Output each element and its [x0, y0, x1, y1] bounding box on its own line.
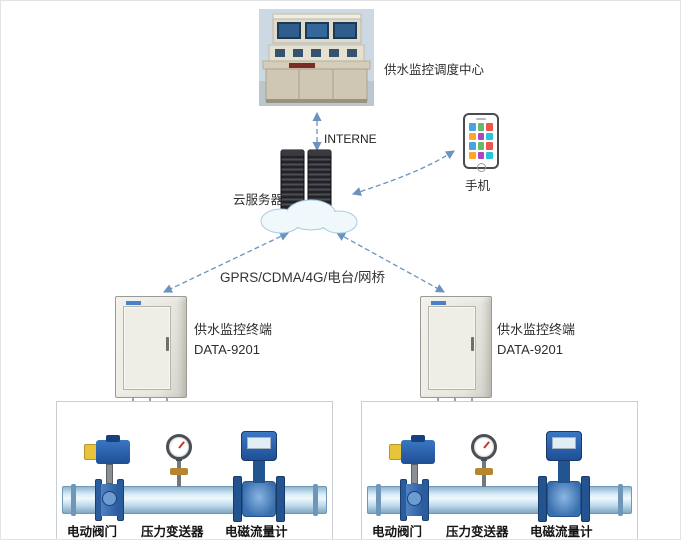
phone-home-button [476, 163, 486, 172]
phone-speaker [476, 118, 486, 120]
cabinet-logo [126, 301, 141, 305]
gauge-needle [178, 441, 185, 449]
meter-display [247, 437, 271, 449]
gauge-isolation-valve [475, 468, 493, 475]
app-icon [477, 132, 485, 140]
actuator-body [96, 440, 130, 464]
app-icon [469, 151, 476, 159]
app-icon [469, 142, 476, 150]
app-icon [486, 151, 493, 159]
actuator-terminal [106, 435, 120, 442]
pipe-flange [313, 484, 318, 516]
phone-screen [468, 122, 494, 160]
cabinet-handle [166, 337, 169, 351]
monitor-screens [277, 22, 357, 39]
meter-flange [581, 476, 590, 522]
app-icon [477, 151, 485, 159]
terminal-label-left: 供水监控终端 DATA-9201 [194, 320, 272, 360]
cloud-server-label: 云服务器 [233, 193, 284, 207]
meter-neck [558, 459, 570, 483]
cloud-server-graphic [257, 147, 361, 241]
device-label-valve: 电动阀门 [372, 525, 423, 539]
device-label-pressure: 压力变送器 [446, 525, 509, 539]
dispatch-center-photo [259, 9, 374, 106]
device-label-flowmeter: 电磁流量计 [225, 525, 288, 539]
actuator-body [401, 440, 435, 464]
valve-stem [411, 464, 418, 484]
phone-label: 手机 [465, 179, 491, 193]
meter-body [547, 481, 581, 517]
valve-stem [106, 464, 113, 484]
pipe-flange [618, 484, 623, 516]
rtu-cabinet-left [115, 296, 187, 398]
app-icon [486, 142, 493, 150]
terminal-name: 供水监控终端 [194, 322, 273, 337]
cloud-shape [260, 199, 358, 234]
pipe-flange [376, 484, 381, 516]
rtu-cabinet-right [420, 296, 492, 398]
gauge-needle [483, 441, 490, 449]
valve-disc [407, 491, 422, 506]
phone-graphic [463, 113, 499, 172]
pressure-gauge-dial [166, 434, 192, 460]
gauge-isolation-valve [170, 468, 188, 475]
app-icon [486, 123, 493, 131]
meter-flange [276, 476, 285, 522]
cabinet-logo [431, 301, 446, 305]
app-icon [469, 123, 476, 131]
actuator-terminal [411, 435, 425, 442]
server-towers [280, 149, 332, 217]
valve-actuator [84, 435, 136, 464]
pressure-gauge-dial [471, 434, 497, 460]
app-icon [477, 142, 485, 150]
meter-neck [253, 459, 265, 483]
pipeline-station-right: 电动阀门 压力变送器 电磁流量计 [361, 401, 638, 539]
network-medium-label: GPRS/CDMA/4G/电台/网桥 [220, 270, 386, 285]
internet-label: INTERNE [324, 132, 377, 146]
app-icon [477, 123, 485, 131]
meter-display [552, 437, 576, 449]
app-icon [469, 132, 476, 140]
meter-flange [538, 476, 547, 522]
valve-disc [102, 491, 117, 506]
terminal-name: 供水监控终端 [497, 322, 576, 337]
terminal-model: DATA-9201 [497, 342, 563, 357]
phone-link [351, 150, 455, 196]
valve-flange [117, 479, 124, 521]
app-icon [486, 132, 493, 140]
cabinet-door [428, 306, 476, 390]
meter-body [242, 481, 276, 517]
server-cloud-graphic [260, 149, 358, 234]
pipe-flange [71, 484, 76, 516]
cabinet-handle [471, 337, 474, 351]
device-label-pressure: 压力变送器 [141, 525, 204, 539]
cabinet-door [123, 306, 171, 390]
terminal-label-right: 供水监控终端 DATA-9201 [497, 320, 575, 360]
device-label-valve: 电动阀门 [67, 525, 118, 539]
pipeline-station-left: 电动阀门 压力变送器 电磁流量计 [56, 401, 333, 539]
terminal-model: DATA-9201 [194, 342, 260, 357]
meter-flange [233, 476, 242, 522]
valve-actuator [389, 435, 441, 464]
dispatch-center-label: 供水监控调度中心 [384, 63, 485, 77]
console-graphic [259, 9, 374, 106]
valve-flange [422, 479, 429, 521]
device-label-flowmeter: 电磁流量计 [530, 525, 593, 539]
